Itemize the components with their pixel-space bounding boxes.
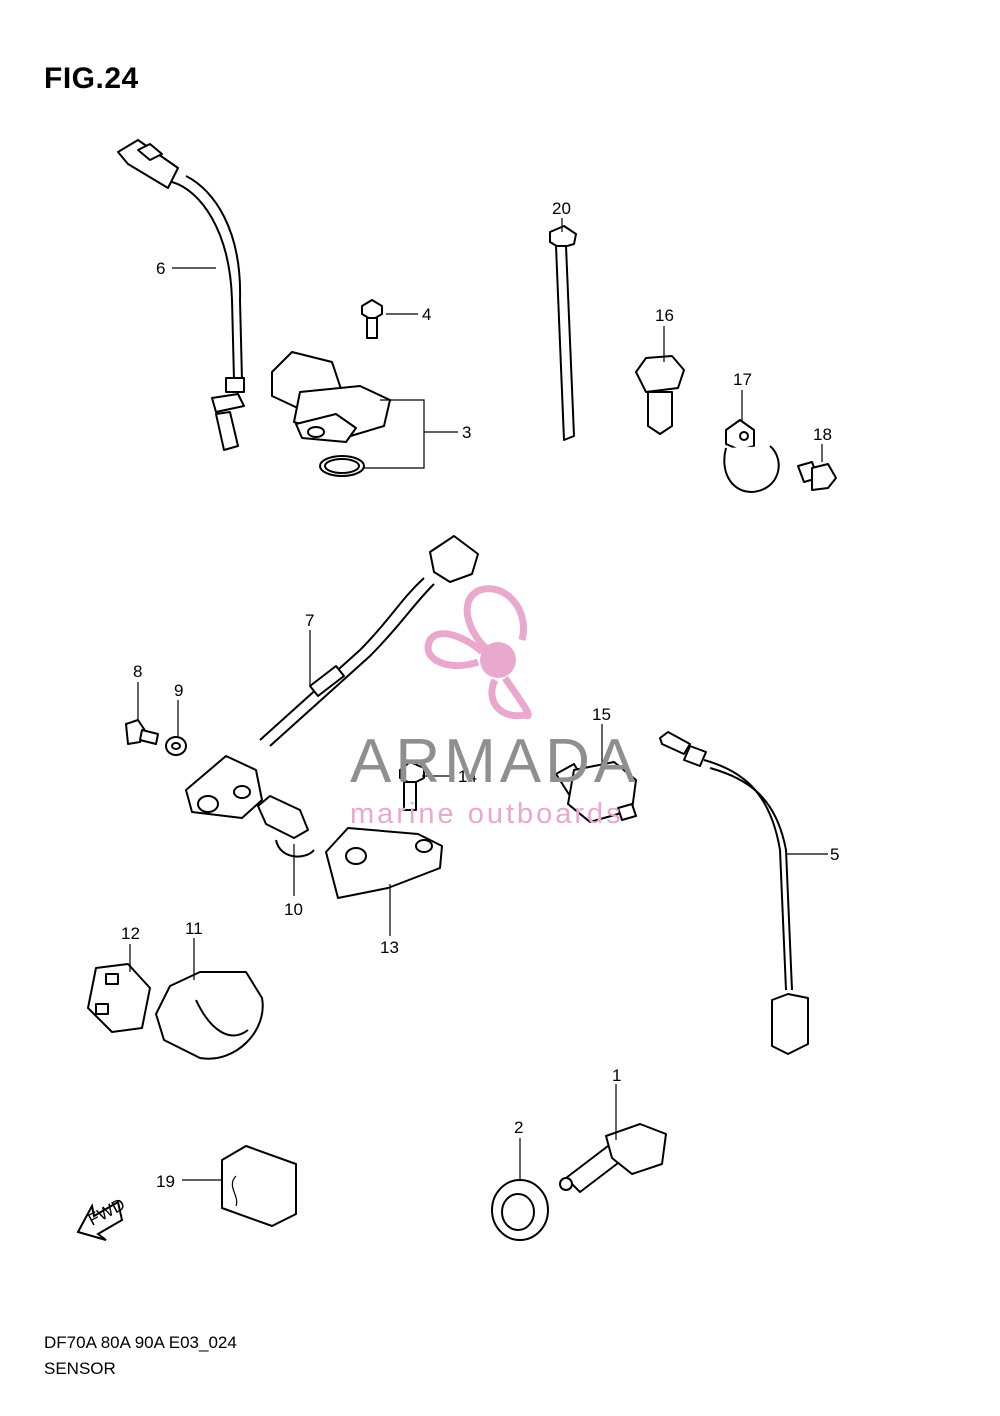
figure-title: FIG.24 bbox=[44, 62, 139, 95]
watermark-subtitle: marine outboards bbox=[350, 798, 624, 830]
part-18-bolt bbox=[797, 461, 837, 491]
callout-10: 10 bbox=[284, 900, 303, 919]
callout-2: 2 bbox=[514, 1118, 523, 1137]
part-6-sensor-harness bbox=[117, 139, 245, 451]
callout-19: 19 bbox=[156, 1172, 175, 1191]
part-16-clip bbox=[635, 355, 685, 435]
callout-6: 6 bbox=[156, 259, 165, 278]
callout-9: 9 bbox=[174, 681, 183, 700]
callout-20: 20 bbox=[552, 199, 571, 218]
part-13-sensor bbox=[325, 827, 443, 899]
callout-17: 17 bbox=[733, 370, 752, 389]
callout-12: 12 bbox=[121, 924, 140, 943]
part-14-bolt bbox=[399, 761, 425, 811]
callout-3: 3 bbox=[462, 423, 471, 442]
part-12-cover bbox=[87, 963, 151, 1033]
part-8-bolt bbox=[125, 719, 159, 745]
callout-18: 18 bbox=[813, 425, 832, 444]
callout-4: 4 bbox=[422, 305, 431, 324]
part-2-grommet bbox=[491, 1179, 549, 1241]
watermark-propeller-icon bbox=[424, 585, 532, 720]
part-17-clamp bbox=[723, 419, 780, 493]
part-9-washer bbox=[165, 736, 187, 756]
figure-code: DF70A 80A 90A E03_024 bbox=[44, 1333, 237, 1352]
fwd-arrow-icon: FWD bbox=[76, 1195, 128, 1241]
part-5-sensor-harness bbox=[659, 731, 809, 1055]
part-20-cable-tie bbox=[549, 225, 577, 441]
callout-14: 14 bbox=[458, 767, 477, 786]
part-1-temp-sensor bbox=[559, 1123, 667, 1193]
part-15-pressure-switch bbox=[555, 761, 637, 823]
part-11-holder bbox=[155, 971, 264, 1060]
callout-7: 7 bbox=[305, 611, 314, 630]
leader-lines bbox=[129, 218, 828, 1181]
callout-11: 11 bbox=[185, 919, 203, 938]
callout-13: 13 bbox=[380, 938, 399, 957]
part-7-crank-sensor-harness bbox=[185, 535, 479, 819]
callout-8: 8 bbox=[133, 662, 142, 681]
callout-5: 5 bbox=[830, 845, 839, 864]
callout-16: 16 bbox=[655, 306, 674, 325]
part-3-pressure-sensor bbox=[271, 351, 391, 477]
callout-1: 1 bbox=[612, 1066, 621, 1085]
figure-name: SENSOR bbox=[44, 1359, 116, 1378]
part-4-bolt bbox=[361, 299, 383, 339]
part-19-cap bbox=[221, 1145, 297, 1227]
part-10-clip bbox=[257, 795, 315, 858]
watermark-brand: ARMADA bbox=[350, 727, 640, 796]
callout-15: 15 bbox=[592, 705, 611, 724]
